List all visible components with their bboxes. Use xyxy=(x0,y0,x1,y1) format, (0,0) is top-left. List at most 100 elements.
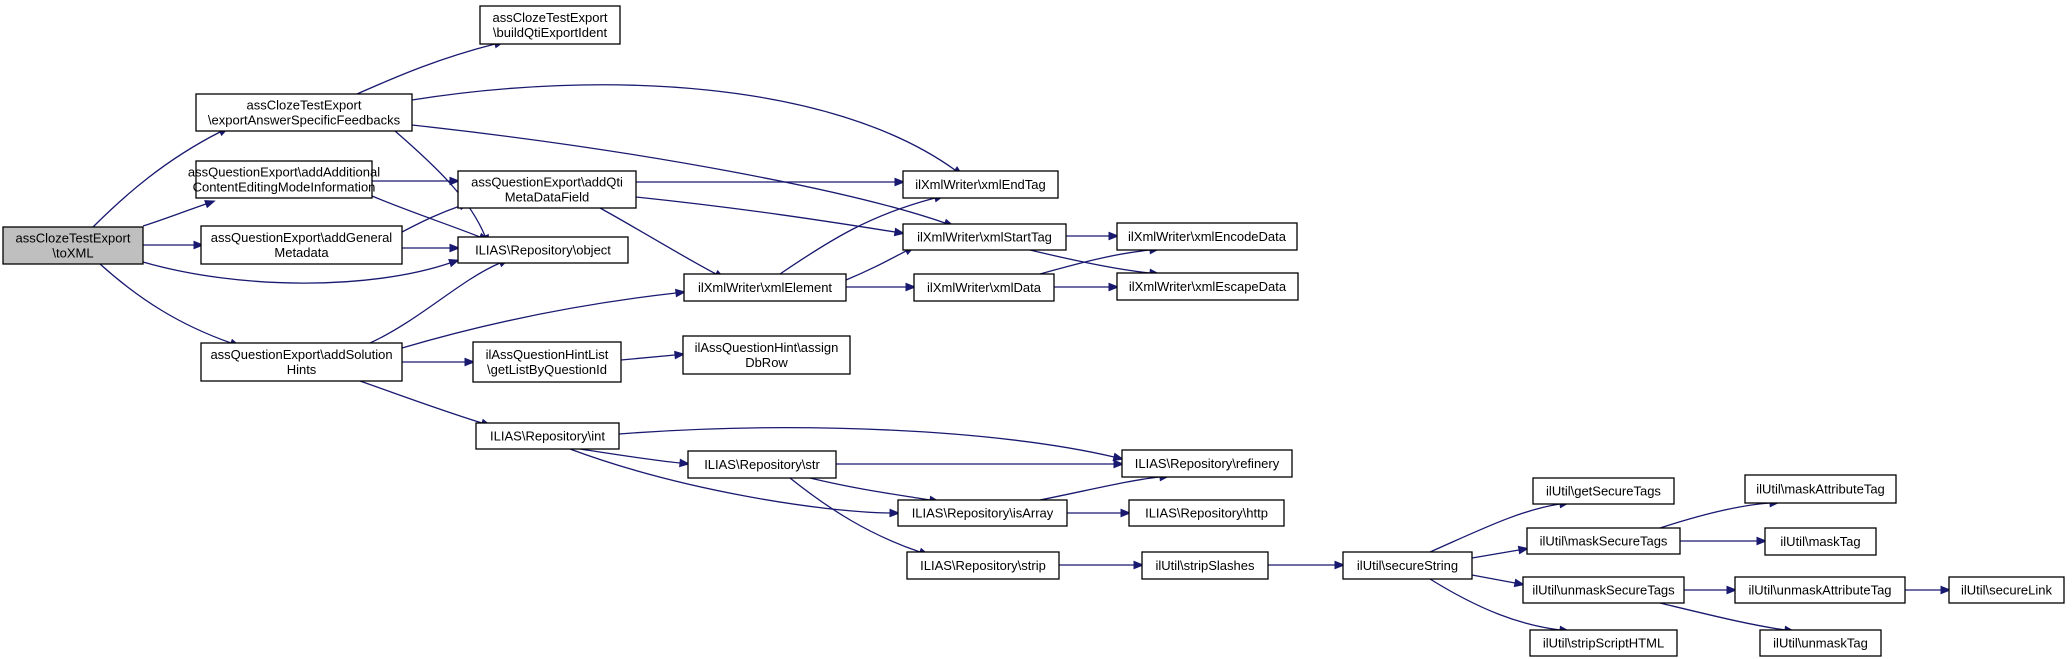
node-ilassquestionhintlist-getlistbyquestionid[interactable]: ilAssQuestionHintList\getListByQuestionI… xyxy=(472,341,622,383)
node-label-line: ilAssQuestionHintList xyxy=(486,347,609,362)
node-ilxmlwriter-xmlencodedata[interactable]: ilXmlWriter\xmlEncodeData xyxy=(1116,222,1298,251)
edge-assquestionexport-addqtimetadatafield-to-ilxmlwriter-xmlstarttag xyxy=(635,196,906,237)
node-ilxmlwriter-xmlendtag[interactable]: ilXmlWriter\xmlEndTag xyxy=(902,170,1059,199)
node-box xyxy=(1116,272,1299,301)
arrowhead-icon xyxy=(889,508,901,518)
node-ilias-repository-refinery[interactable]: ILIAS\Repository\refinery xyxy=(1121,449,1293,478)
arrowhead-icon xyxy=(449,176,461,186)
edge-line xyxy=(1659,602,1786,631)
node-ilutil-maskattributetag[interactable]: ilUtil\maskAttributeTag xyxy=(1744,474,1897,504)
edge-line xyxy=(92,131,221,228)
arrowhead-icon xyxy=(674,350,686,360)
node-label-line: ILIAS\Repository\isArray xyxy=(912,506,1054,521)
node-label-line: \getListByQuestionId xyxy=(487,362,607,377)
edge-line xyxy=(1471,574,1516,584)
node-label-line: ilXmlWriter\xmlEndTag xyxy=(915,177,1046,192)
node-box xyxy=(1948,576,2065,604)
node-box xyxy=(1128,499,1285,527)
node-ilias-repository-isarray[interactable]: ILIAS\Repository\isArray xyxy=(897,499,1068,527)
node-box xyxy=(1141,551,1269,580)
node-ilutil-masksecuretags[interactable]: ilUtil\maskSecureTags xyxy=(1526,527,1681,555)
node-label-line: MetaDataField xyxy=(505,190,590,205)
arrowhead-icon xyxy=(449,243,461,253)
node-box xyxy=(479,5,621,45)
edge-ilxmlwriter-xmldata-to-ilxmlwriter-xmlescapedata xyxy=(1054,282,1120,292)
node-label-line: ilUtil\getSecureTags xyxy=(1546,484,1661,499)
node-assclozetestexport-toxml[interactable]: assClozeTestExport\toXML xyxy=(2,226,144,265)
node-label-line: assQuestionExport\addGeneral xyxy=(211,230,392,245)
edge-assclozetestexport-toxml-to-assquestionexport-addadditionalcontenteditingmodeinformation xyxy=(142,200,216,227)
node-label-line: ilAssQuestionHint\assign xyxy=(695,340,839,355)
edge-line xyxy=(142,261,451,284)
node-ilias-repository-object[interactable]: ILIAS\Repository\object xyxy=(457,236,629,264)
node-ilutil-unmasksecuretags[interactable]: ilUtil\unmaskSecureTags xyxy=(1522,576,1685,604)
node-box xyxy=(1759,629,1882,657)
node-ilutil-getsecuretags[interactable]: ilUtil\getSecureTags xyxy=(1532,477,1675,505)
edge-ilutil-masksecuretags-to-ilutil-maskattributetag xyxy=(1659,498,1781,529)
node-ilutil-unmasktag[interactable]: ilUtil\unmaskTag xyxy=(1759,629,1882,657)
node-label-line: assClozeTestExport xyxy=(493,10,608,25)
node-box xyxy=(1116,222,1298,251)
edge-ilutil-masksecuretags-to-ilutil-masktag xyxy=(1680,536,1768,546)
node-ilias-repository-int[interactable]: ILIAS\Repository\int xyxy=(475,422,620,450)
edge-line xyxy=(356,43,496,95)
node-ilutil-unmaskattributetag[interactable]: ilUtil\unmaskAttributeTag xyxy=(1734,576,1906,604)
node-ilxmlwriter-xmlelement[interactable]: ilXmlWriter\xmlElement xyxy=(683,273,847,302)
node-label-line: ilXmlWriter\xmlEncodeData xyxy=(1128,229,1287,244)
node-ilutil-securelink[interactable]: ilUtil\secureLink xyxy=(1948,576,2065,604)
arrowhead-icon xyxy=(1726,585,1738,595)
edge-line xyxy=(579,448,681,464)
edge-line xyxy=(371,195,481,238)
node-ilxmlwriter-xmlstarttag[interactable]: ilXmlWriter\xmlStartTag xyxy=(902,223,1067,251)
edge-line xyxy=(620,354,676,361)
edge-line xyxy=(635,196,896,233)
node-assquestionexport-addadditionalcontenteditingmodeinformation[interactable]: assQuestionExport\addAdditionalContentEd… xyxy=(188,160,380,199)
node-box xyxy=(902,223,1067,251)
node-box xyxy=(1121,449,1293,478)
node-label-line: assQuestionExport\addQti xyxy=(471,175,623,190)
edge-line xyxy=(845,250,907,281)
node-assclozetestexport-buildqtiexportident[interactable]: assClozeTestExport\buildQtiExportIdent xyxy=(479,5,621,45)
node-layer: assClozeTestExport\toXMLassClozeTestExpo… xyxy=(2,5,2065,657)
node-label-line: ilUtil\unmaskAttributeTag xyxy=(1748,583,1891,598)
node-ilxmlwriter-xmlescapedata[interactable]: ilXmlWriter\xmlEscapeData xyxy=(1116,272,1299,301)
edge-assclozetestexport-exportanswerspecificfeedbacks-to-assclozetestexport-buildqtiexportident xyxy=(356,39,506,95)
arrowhead-icon xyxy=(894,177,906,187)
edge-line xyxy=(1659,502,1771,529)
node-box xyxy=(195,160,373,199)
node-ilutil-masktag[interactable]: ilUtil\maskTag xyxy=(1764,527,1877,556)
node-ilutil-stripscripthtml[interactable]: ilUtil\stripScriptHTML xyxy=(1529,629,1678,657)
edge-line xyxy=(142,203,207,227)
edge-line xyxy=(401,292,677,349)
arrowhead-icon xyxy=(1133,560,1145,570)
node-label-line: ilUtil\secureString xyxy=(1357,558,1458,573)
edge-ilxmlwriter-xmlelement-to-ilxmlwriter-xmldata xyxy=(846,282,917,292)
node-ilutil-securestring[interactable]: ilUtil\secureString xyxy=(1342,551,1473,580)
node-label-line: ILIAS\Repository\int xyxy=(490,429,605,444)
node-label-line: assQuestionExport\addAdditional xyxy=(188,165,380,180)
node-ilxmlwriter-xmldata[interactable]: ilXmlWriter\xmlData xyxy=(913,273,1055,302)
edge-ilias-repository-strip-to-ilutil-stripslashes xyxy=(1059,560,1145,570)
node-ilias-repository-str[interactable]: ILIAS\Repository\str xyxy=(687,450,837,479)
node-box xyxy=(457,170,637,209)
edge-line xyxy=(809,477,931,501)
node-ilias-repository-http[interactable]: ILIAS\Repository\http xyxy=(1128,499,1285,527)
node-assclozetestexport-exportanswerspecificfeedbacks[interactable]: assClozeTestExport\exportAnswerSpecificF… xyxy=(195,93,413,132)
node-ilias-repository-strip[interactable]: ILIAS\Repository\strip xyxy=(906,551,1060,580)
node-box xyxy=(683,273,847,302)
arrowhead-icon xyxy=(193,240,205,250)
arrowhead-icon xyxy=(464,357,476,367)
edge-assclozetestexport-toxml-to-assquestionexport-addgeneralmetadata xyxy=(143,240,205,250)
edge-ilias-repository-str-to-ilias-repository-refinery xyxy=(836,459,1125,469)
node-ilutil-stripslashes[interactable]: ilUtil\stripSlashes xyxy=(1141,551,1269,580)
edge-ilias-repository-int-to-ilias-repository-refinery xyxy=(618,427,1125,462)
edge-line xyxy=(1471,549,1520,559)
node-box xyxy=(1764,527,1877,556)
node-label-line: assClozeTestExport xyxy=(16,231,131,246)
edge-line xyxy=(401,205,461,233)
node-label-line: Metadata xyxy=(274,245,329,260)
